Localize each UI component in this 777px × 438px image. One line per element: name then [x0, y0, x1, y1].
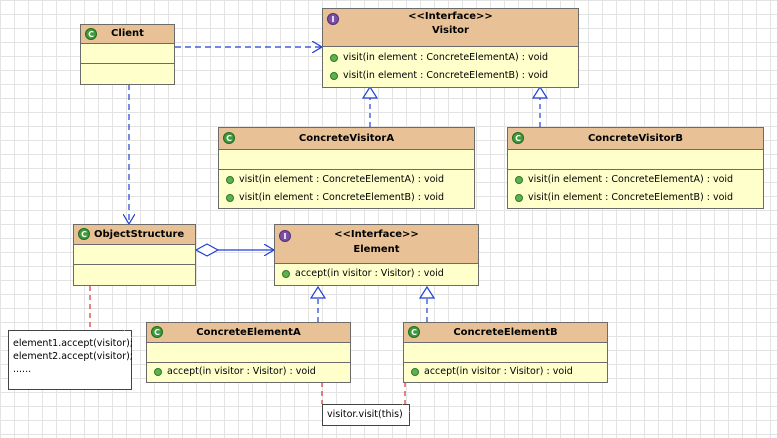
public-method-icon: [226, 194, 234, 202]
operations-section: accept(in visitor : Visitor) : void: [147, 363, 350, 381]
class-concrete-element-b-name: ConcreteElementB: [453, 327, 558, 338]
operation[interactable]: visit(in element : ConcreteElementA) : v…: [219, 171, 474, 189]
class-concrete-element-a-header: C ConcreteElementA: [147, 323, 350, 343]
stereotype-label: <<Interface>>: [408, 11, 493, 22]
operations-section: [74, 265, 195, 285]
class-object-structure[interactable]: C ObjectStructure: [73, 224, 196, 286]
operations-section: visit(in element : ConcreteElementA) : v…: [323, 47, 578, 85]
operation-signature: visit(in element : ConcreteElementB) : v…: [528, 192, 734, 203]
class-concrete-visitor-b-name: ConcreteVisitorB: [587, 133, 684, 144]
note-line: element1.accept(visitor);: [13, 338, 134, 349]
public-method-icon: [515, 176, 523, 184]
attributes-section: [81, 44, 174, 64]
elementb-realization-head: [418, 285, 436, 299]
visitora-realization-head: [361, 85, 379, 99]
operation[interactable]: accept(in visitor : Visitor) : void: [147, 363, 350, 381]
class-icon: C: [151, 326, 163, 338]
class-object-structure-name: ObjectStructure: [94, 229, 185, 240]
operation[interactable]: visit(in element : ConcreteElementB) : v…: [508, 189, 763, 207]
operation-signature: visit(in element : ConcreteElementA) : v…: [528, 174, 734, 185]
interface-visitor-name: Visitor: [432, 25, 469, 36]
operation[interactable]: visit(in element : ConcreteElementA) : v…: [323, 49, 578, 67]
operation-signature: visit(in element : ConcreteElementB) : v…: [343, 70, 549, 81]
class-icon: C: [85, 28, 97, 40]
class-icon: C: [512, 132, 524, 144]
class-concrete-visitor-a[interactable]: C ConcreteVisitorA visit(in element : Co…: [218, 127, 475, 209]
public-method-icon: [226, 176, 234, 184]
note-line: element2.accept(visitor);: [13, 351, 134, 362]
attributes-section: [147, 343, 350, 363]
class-icon: C: [78, 228, 90, 240]
operation-signature: accept(in visitor : Visitor) : void: [167, 366, 316, 377]
public-method-icon: [515, 194, 523, 202]
operations-section: accept(in visitor : Visitor) : void: [275, 264, 478, 283]
operations-section: [81, 64, 174, 84]
interface-icon: I: [279, 230, 291, 242]
operation[interactable]: visit(in element : ConcreteElementB) : v…: [219, 189, 474, 207]
note-object-structure[interactable]: element1.accept(visitor); element2.accep…: [8, 330, 134, 390]
public-method-icon: [282, 270, 290, 278]
interface-icon: I: [327, 13, 339, 25]
aggregation-diamond: [194, 243, 220, 257]
note-element[interactable]: visitor.visit(this): [322, 404, 410, 426]
operation[interactable]: accept(in visitor : Visitor) : void: [275, 265, 478, 283]
class-icon: C: [408, 326, 420, 338]
class-concrete-element-b-header: C ConcreteElementB: [404, 323, 607, 343]
note-fold: [402, 404, 410, 412]
operations-section: visit(in element : ConcreteElementA) : v…: [219, 170, 474, 207]
class-client[interactable]: C Client: [80, 24, 175, 85]
public-method-icon: [154, 368, 162, 376]
operation[interactable]: visit(in element : ConcreteElementA) : v…: [508, 171, 763, 189]
interface-visitor[interactable]: I <<Interface>> Visitor visit(in element…: [322, 8, 579, 88]
class-client-header: C Client: [81, 25, 174, 44]
operations-section: accept(in visitor : Visitor) : void: [404, 363, 607, 381]
class-client-name: Client: [111, 28, 144, 39]
class-concrete-visitor-a-name: ConcreteVisitorA: [298, 133, 395, 144]
attributes-section: [508, 150, 763, 170]
operation-signature: visit(in element : ConcreteElementA) : v…: [343, 52, 549, 63]
public-method-icon: [330, 54, 338, 62]
operations-section: visit(in element : ConcreteElementA) : v…: [508, 170, 763, 207]
operation-signature: visit(in element : ConcreteElementB) : v…: [239, 192, 445, 203]
note-text: visitor.visit(this): [327, 409, 403, 420]
note-fold: [124, 330, 132, 338]
class-concrete-visitor-b-header: C ConcreteVisitorB: [508, 128, 763, 150]
visitorb-realization-head: [531, 85, 549, 99]
class-concrete-element-a[interactable]: C ConcreteElementA accept(in visitor : V…: [146, 322, 351, 383]
interface-element-header: I <<Interface>> Element: [275, 225, 478, 264]
attributes-section: [219, 150, 474, 170]
class-icon: C: [223, 132, 235, 144]
public-method-icon: [411, 368, 419, 376]
operation-signature: visit(in element : ConcreteElementA) : v…: [239, 174, 445, 185]
operation[interactable]: accept(in visitor : Visitor) : void: [404, 363, 607, 381]
elementa-realization-head: [309, 285, 327, 299]
operation-signature: accept(in visitor : Visitor) : void: [295, 268, 444, 279]
public-method-icon: [330, 72, 338, 80]
class-concrete-element-a-name: ConcreteElementA: [196, 327, 301, 338]
interface-element[interactable]: I <<Interface>> Element accept(in visito…: [274, 224, 479, 286]
operation-signature: accept(in visitor : Visitor) : void: [424, 366, 573, 377]
interface-element-name: Element: [353, 244, 400, 255]
class-object-structure-header: C ObjectStructure: [74, 225, 195, 245]
attributes-section: [74, 245, 195, 265]
class-concrete-visitor-a-header: C ConcreteVisitorA: [219, 128, 474, 150]
class-concrete-visitor-b[interactable]: C ConcreteVisitorB visit(in element : Co…: [507, 127, 764, 209]
interface-visitor-header: I <<Interface>> Visitor: [323, 9, 578, 47]
class-concrete-element-b[interactable]: C ConcreteElementB accept(in visitor : V…: [403, 322, 608, 383]
stereotype-label: <<Interface>>: [334, 229, 419, 240]
attributes-section: [404, 343, 607, 363]
note-line: ......: [13, 364, 32, 375]
operation[interactable]: visit(in element : ConcreteElementB) : v…: [323, 67, 578, 85]
